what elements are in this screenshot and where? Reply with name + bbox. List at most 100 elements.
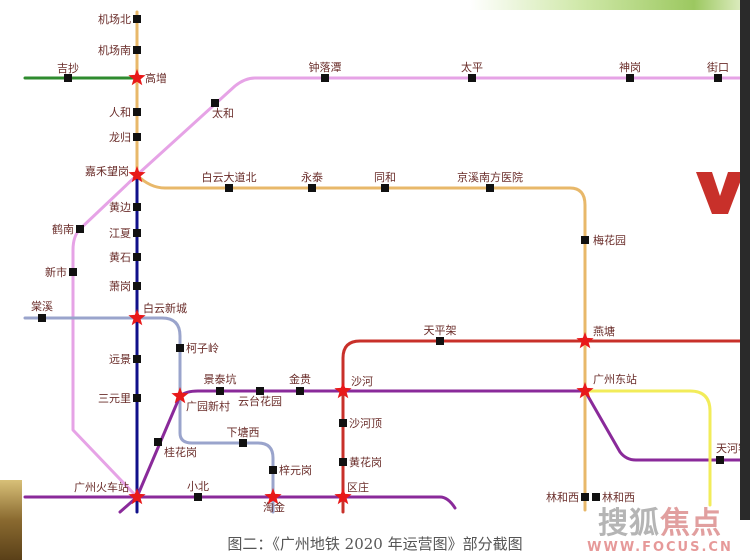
station[interactable]: 远景 — [109, 353, 141, 366]
station[interactable]: 街口 — [707, 60, 729, 82]
transfer-star-icon — [576, 332, 594, 349]
station-label: 柯子岭 — [186, 341, 219, 355]
figure-caption: 图二：《广州地铁 2020 年运营图》部分截图 — [227, 535, 523, 553]
station[interactable]: 沙河顶 — [339, 417, 382, 430]
station-label: 黄边 — [109, 200, 131, 214]
station-label: 机场南 — [98, 43, 131, 57]
station-marker-icon — [714, 74, 722, 82]
station[interactable]: 人和 — [109, 106, 141, 119]
station[interactable]: 神岗 — [619, 60, 641, 82]
station[interactable]: 江夏 — [109, 227, 141, 240]
station-marker-icon — [69, 268, 77, 276]
station-label: 嘉禾望岗 — [85, 164, 129, 178]
station-marker-icon — [269, 466, 277, 474]
station-marker-icon — [133, 46, 141, 54]
station[interactable]: 鹤南 — [52, 222, 84, 236]
station[interactable]: 广州火车站 — [74, 480, 146, 505]
station[interactable]: 新市 — [45, 265, 77, 279]
station[interactable]: 区庄 — [334, 480, 369, 505]
station[interactable]: 机场北 — [98, 12, 141, 26]
transfer-star-icon — [334, 488, 352, 505]
station[interactable]: 龙归 — [109, 130, 141, 144]
station-label: 桂花岗 — [164, 445, 197, 459]
station-marker-icon — [592, 493, 600, 501]
station-marker-icon — [133, 282, 141, 290]
station-label: 机场北 — [98, 12, 131, 26]
transfer-star-icon — [128, 309, 146, 326]
station[interactable]: 景泰坑 — [204, 372, 237, 395]
station[interactable]: 高增 — [128, 69, 167, 86]
station-marker-icon — [133, 108, 141, 116]
station[interactable]: 同和 — [374, 171, 396, 192]
station[interactable]: 梓元岗 — [269, 463, 312, 477]
station[interactable]: 林和西 — [546, 490, 589, 504]
station[interactable]: 小北 — [187, 480, 209, 501]
station[interactable]: 黄石 — [109, 250, 141, 264]
station-label: 远景 — [109, 353, 131, 366]
station-marker-icon — [176, 344, 184, 352]
station[interactable]: 下塘西 — [227, 425, 260, 447]
station[interactable]: 机场南 — [98, 43, 141, 57]
station[interactable]: 吉抄 — [57, 61, 79, 82]
station[interactable]: 黄花岗 — [339, 455, 382, 469]
transfer-star-icon — [128, 488, 146, 505]
station[interactable]: 广州东站 — [576, 372, 637, 399]
station[interactable]: 永泰 — [301, 170, 323, 192]
station-marker-icon — [211, 99, 219, 107]
station[interactable]: 白云大道北 — [202, 170, 257, 192]
station-marker-icon — [154, 438, 162, 446]
station[interactable]: 嘉禾望岗 — [85, 164, 146, 183]
station[interactable]: 广园新村 — [171, 387, 230, 413]
station-label: 三元里 — [98, 392, 131, 405]
station-marker-icon — [626, 74, 634, 82]
station-label: 林和西 — [602, 490, 635, 504]
station[interactable]: 云台花园 — [238, 387, 282, 408]
station[interactable]: 钟落潭 — [309, 60, 342, 82]
station-label: 钟落潭 — [309, 60, 342, 74]
station-label: 人和 — [109, 106, 131, 119]
station[interactable]: 燕塘 — [576, 324, 615, 349]
station[interactable]: 白云新城 — [128, 301, 187, 326]
station-label: 高增 — [145, 71, 167, 85]
station[interactable]: 太和 — [211, 99, 234, 120]
station-marker-icon — [76, 225, 84, 233]
station[interactable]: 桂花岗 — [154, 438, 197, 459]
transfer-star-icon — [576, 382, 594, 399]
station-marker-icon — [436, 337, 444, 345]
station-label: 太平 — [461, 61, 483, 74]
frame-edge — [740, 0, 750, 520]
station-label: 太和 — [212, 107, 234, 120]
station[interactable]: 京溪南方医院 — [457, 170, 523, 192]
transfer-star-icon — [171, 387, 189, 404]
station[interactable]: 梅花园 — [581, 233, 626, 247]
station[interactable]: 沙河 — [334, 375, 373, 399]
station-marker-icon — [716, 456, 724, 464]
station-label: 广州火车站 — [74, 480, 129, 494]
station[interactable]: 三元里 — [98, 392, 141, 405]
station[interactable]: 天平架 — [424, 324, 457, 345]
station-marker-icon — [133, 394, 141, 402]
line-purple-bottom — [23, 495, 457, 510]
station[interactable]: 太平 — [461, 61, 483, 82]
station-label: 吉抄 — [57, 61, 79, 75]
station[interactable]: 金贵 — [289, 372, 311, 395]
station-label: 景泰坑 — [204, 372, 237, 386]
station[interactable]: 柯子岭 — [176, 341, 219, 355]
station[interactable]: 黄边 — [109, 200, 141, 214]
station-marker-icon — [581, 493, 589, 501]
station-label: 棠溪 — [31, 300, 53, 313]
station-marker-icon — [133, 203, 141, 211]
station-label: 云台花园 — [238, 394, 282, 408]
station-label: 天河客运站 — [716, 441, 740, 455]
transfer-star-icon — [334, 382, 352, 399]
station[interactable]: 棠溪 — [31, 300, 53, 322]
station-label: 龙归 — [109, 130, 131, 144]
station[interactable]: 淘金 — [263, 488, 285, 514]
watermark-url: WWW.FOCUS.CN — [587, 540, 733, 555]
station[interactable]: 萧岗 — [109, 280, 141, 293]
line-red — [341, 339, 740, 514]
station[interactable]: 林和西 — [592, 490, 635, 504]
station[interactable]: 天河客运站 — [716, 441, 740, 464]
station-label: 新市 — [45, 265, 67, 279]
